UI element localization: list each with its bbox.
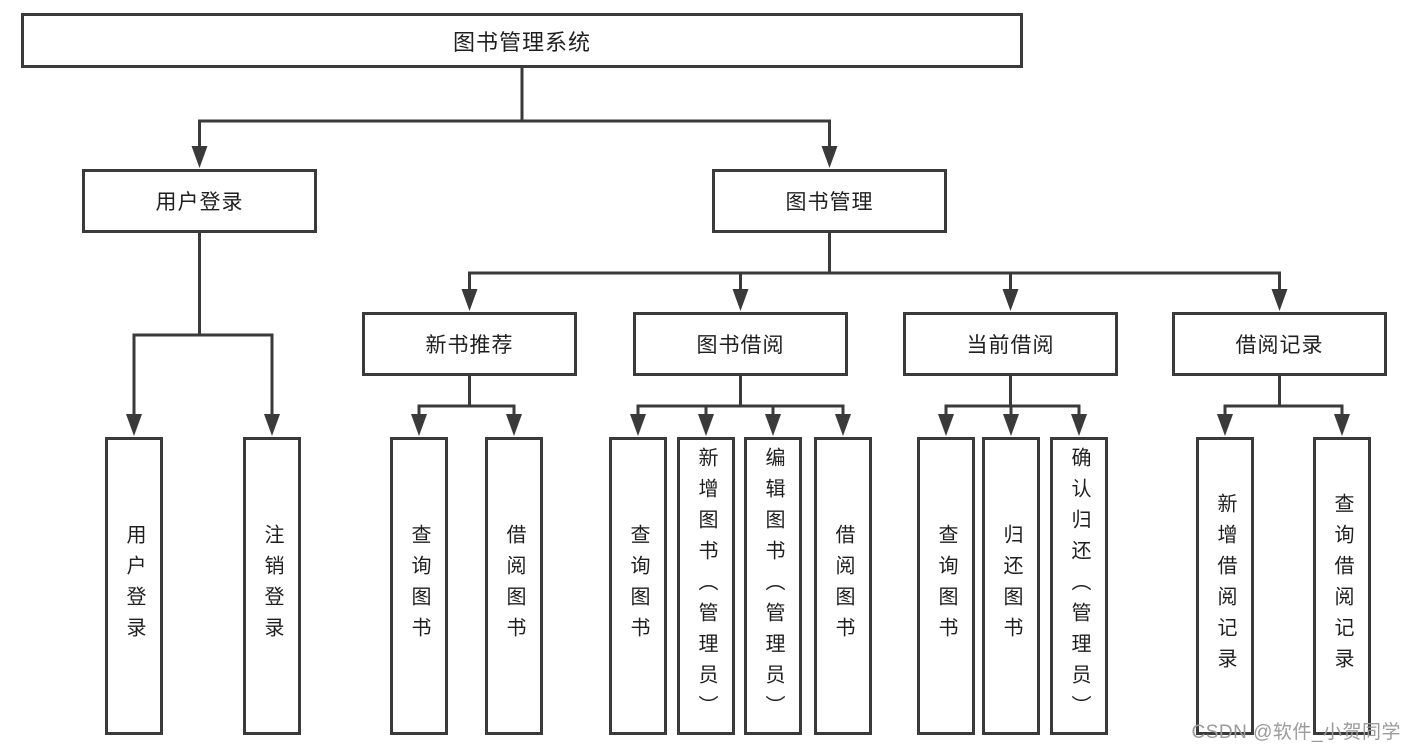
node-label: 新增借阅记录 bbox=[1214, 493, 1236, 679]
node-label: 用户登录 bbox=[155, 191, 244, 214]
leaf-logout: 注销登录 bbox=[243, 437, 301, 735]
leaf-query-book-recommend: 查询图书 bbox=[390, 437, 448, 735]
node-new-book-recommend: 新书推荐 bbox=[362, 312, 577, 376]
leaf-edit-book-admin: 编辑图书（管理员） bbox=[744, 437, 802, 735]
arrow-down-icons bbox=[126, 146, 1350, 436]
node-label: 编辑图书（管理员） bbox=[762, 446, 784, 726]
node-label: 查询图书 bbox=[408, 524, 430, 648]
node-root-system: 图书管理系统 bbox=[21, 13, 1023, 68]
node-label: 归还图书 bbox=[1000, 524, 1022, 648]
node-book-borrow: 图书借阅 bbox=[633, 312, 848, 376]
leaf-query-borrow-record: 查询借阅记录 bbox=[1313, 437, 1371, 735]
node-label: 当前借阅 bbox=[966, 334, 1055, 357]
leaf-add-borrow-record: 新增借阅记录 bbox=[1196, 437, 1254, 735]
node-label: 注销登录 bbox=[261, 524, 283, 648]
leaf-borrow-book: 借阅图书 bbox=[814, 437, 872, 735]
node-label: 图书管理系统 bbox=[452, 29, 591, 55]
node-label: 新增图书（管理员） bbox=[695, 446, 717, 726]
leaf-add-book-admin: 新增图书（管理员） bbox=[677, 437, 735, 735]
node-label: 查询图书 bbox=[627, 524, 649, 648]
node-label: 新书推荐 bbox=[425, 334, 514, 357]
node-label: 借阅记录 bbox=[1235, 334, 1324, 357]
node-label: 借阅图书 bbox=[832, 524, 854, 648]
node-current-borrow: 当前借阅 bbox=[903, 312, 1118, 376]
leaf-return-book: 归还图书 bbox=[982, 437, 1040, 735]
node-label: 图书借阅 bbox=[696, 334, 785, 357]
node-label: 用户登录 bbox=[123, 524, 145, 648]
leaf-query-book-current: 查询图书 bbox=[917, 437, 975, 735]
leaf-query-book-borrow: 查询图书 bbox=[609, 437, 667, 735]
node-user-login: 用户登录 bbox=[82, 169, 317, 233]
node-label: 借阅图书 bbox=[503, 524, 525, 648]
watermark: CSDN @软件_小贺同学 bbox=[1191, 722, 1401, 743]
node-label: 查询借阅记录 bbox=[1331, 493, 1353, 679]
leaf-user-login: 用户登录 bbox=[105, 437, 163, 735]
leaf-borrow-book-recommend: 借阅图书 bbox=[485, 437, 543, 735]
leaf-confirm-return-admin: 确认归还（管理员） bbox=[1050, 437, 1108, 735]
node-book-management: 图书管理 bbox=[712, 169, 947, 233]
node-borrow-records: 借阅记录 bbox=[1172, 312, 1387, 376]
node-label: 查询图书 bbox=[935, 524, 957, 648]
node-label: 确认归还（管理员） bbox=[1068, 446, 1090, 726]
node-label: 图书管理 bbox=[785, 191, 874, 214]
